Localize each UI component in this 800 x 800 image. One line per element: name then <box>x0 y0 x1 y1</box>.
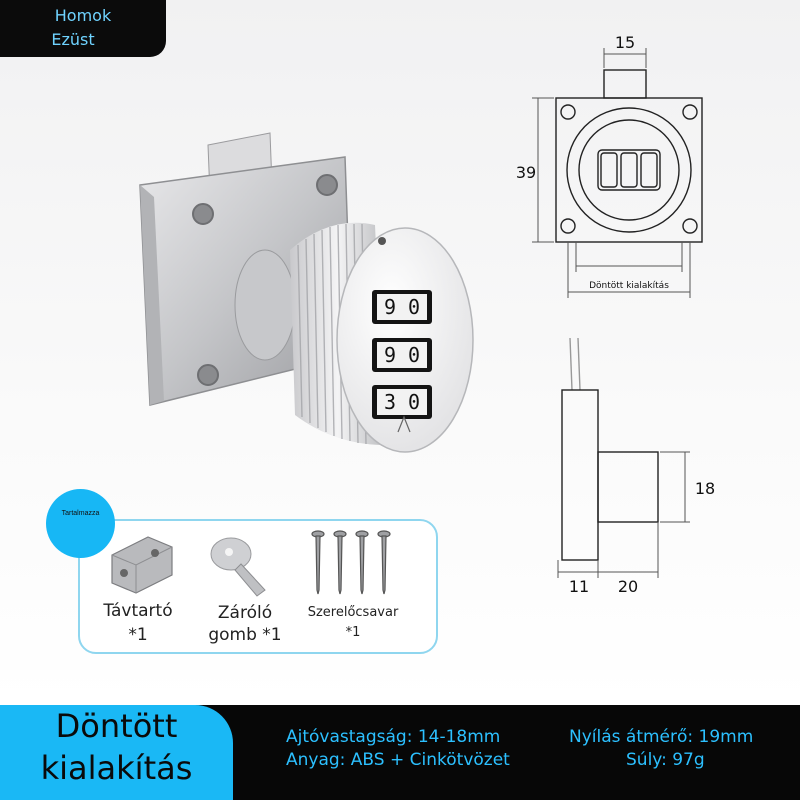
accessory-1-qty: *1 <box>128 625 148 645</box>
technical-drawing: 15 39 Döntött kialakítás 18 11 20 <box>516 33 715 596</box>
dial-wheel-1: 9 0 <box>384 295 420 319</box>
title-line-2: kialakítás <box>40 749 193 787</box>
accessory-2-label: Záróló <box>217 603 273 623</box>
accessory-3-qty: *1 <box>345 625 361 640</box>
dim-side-depth: 18 <box>695 479 715 498</box>
accessory-2-qty: gomb *1 <box>208 625 282 645</box>
variant-color-1: Homok <box>54 6 112 25</box>
drawing-note: Döntött kialakítás <box>589 281 669 291</box>
dim-top-width: 15 <box>615 33 635 52</box>
spec-hole-diameter: Nyílás átmérő: 19mm <box>569 727 754 747</box>
variant-badge: Homok Ezüst <box>0 0 166 57</box>
spec-door-thickness: Ajtóvastagság: 14-18mm <box>286 727 501 747</box>
key-icon <box>210 537 266 597</box>
contents-tag-label: Tartalmazza <box>61 510 100 517</box>
dim-height: 39 <box>516 163 536 182</box>
title-box: Döntött kialakítás <box>0 705 233 800</box>
accessory-1-label: Távtartó <box>103 601 173 621</box>
accessory-3-label: Szerelőcsavar <box>307 605 399 620</box>
dim-plate-thickness: 11 <box>569 577 589 596</box>
screws-icon <box>311 530 391 595</box>
title-line-1: Döntött <box>55 707 178 745</box>
spec-material: Anyag: ABS + Cinkötvözet <box>286 750 510 770</box>
variant-color-2: Ezüst <box>51 30 95 49</box>
arrow-mark-icon <box>397 415 411 433</box>
dial-wheel-2: 9 0 <box>384 343 420 367</box>
contents-tag: Tartalmazza <box>46 489 115 558</box>
dial-wheel-3: 3 0 <box>384 390 420 414</box>
product-photo: 9 0 9 0 3 0 <box>139 132 474 453</box>
bracket-icon <box>111 536 173 594</box>
dim-body-length: 20 <box>618 577 638 596</box>
spec-weight: Súly: 97g <box>626 750 705 770</box>
